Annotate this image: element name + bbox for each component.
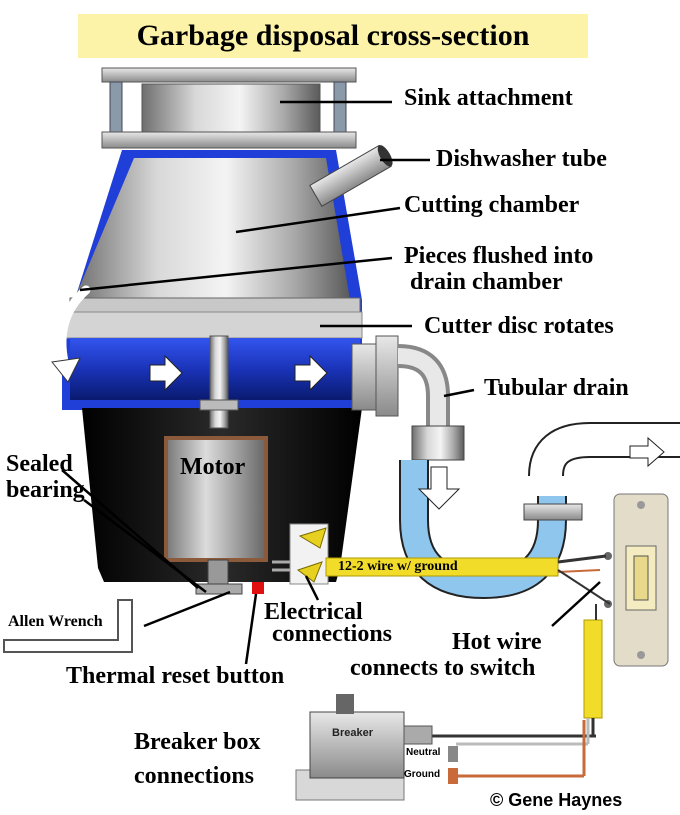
- label-pieces-flushed-line1: Pieces flushed into: [404, 243, 594, 269]
- allen-wrench: [3, 599, 133, 653]
- motor-shaft: [209, 335, 229, 429]
- wiring: [272, 554, 611, 778]
- label-electrical-line1: Electrical: [264, 599, 363, 625]
- lower-shaft: [207, 559, 229, 585]
- label-cutting-chamber: Cutting chamber: [404, 192, 580, 218]
- label-allen-wrench: Allen Wrench: [8, 613, 103, 630]
- wall-switch: [604, 493, 669, 667]
- label-sealed-bearing-line1: Sealed: [6, 451, 73, 477]
- label-sink-attachment: Sink attachment: [404, 85, 573, 111]
- label-hot-wire-line2: connects to switch: [350, 655, 536, 681]
- label-dishwasher-tube: Dishwasher tube: [436, 146, 607, 172]
- label-breaker: Breaker: [332, 727, 373, 739]
- cutting-chamber: [74, 158, 350, 300]
- label-thermal-reset: Thermal reset button: [66, 663, 285, 689]
- leader-lines: [61, 100, 601, 665]
- label-tubular-drain: Tubular drain: [484, 375, 629, 401]
- flow-arrow: [149, 354, 183, 392]
- label-wire: 12-2 wire w/ ground: [338, 559, 458, 574]
- sealed-bearing: [195, 583, 243, 595]
- label-motor: Motor: [180, 454, 246, 480]
- sink-attachment: [101, 67, 357, 149]
- breaker-box: [295, 694, 458, 801]
- flush-arrowhead: [51, 357, 81, 383]
- upper-bearing: [199, 399, 239, 411]
- label-breaker-box-line2: connections: [134, 763, 254, 789]
- label-hot-wire-line1: Hot wire: [452, 629, 542, 655]
- label-sealed-bearing-line2: bearing: [6, 477, 85, 503]
- copyright: © Gene Haynes: [490, 790, 623, 810]
- label-ground: Ground: [404, 769, 441, 780]
- tubular-drain: [351, 335, 680, 600]
- label-cutter-disc: Cutter disc rotates: [424, 313, 614, 339]
- flow-arrow: [294, 354, 328, 392]
- label-neutral: Neutral: [406, 747, 441, 758]
- cutter-disc: [69, 297, 361, 313]
- label-electrical-line2: connections: [272, 621, 392, 647]
- cutter-plate: [65, 311, 363, 339]
- diagram-title: Garbage disposal cross-section: [78, 14, 588, 58]
- thermal-reset-button: [252, 582, 264, 594]
- label-pieces-flushed-line2: drain chamber: [410, 269, 563, 295]
- wire-nut: [298, 527, 327, 549]
- label-breaker-box-line1: Breaker box: [134, 729, 261, 755]
